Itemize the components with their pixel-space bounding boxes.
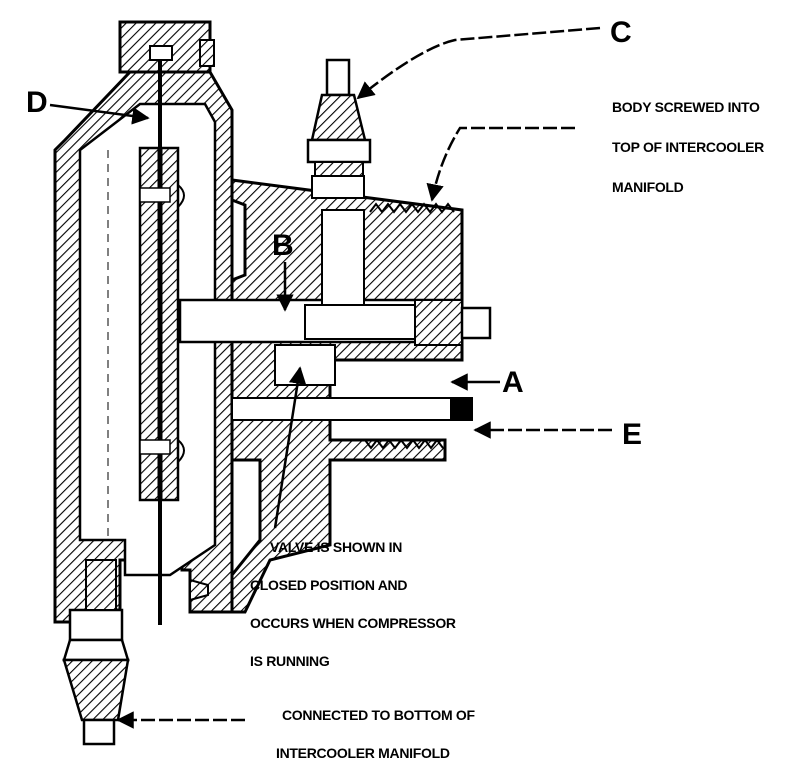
label-c: C	[610, 16, 632, 49]
note-valve-position: VALVE IS SHOWN IN CLOSED POSITION AND OC…	[250, 539, 456, 669]
note-bottom-line-2: INTERCOOLER MANIFOLD	[276, 745, 450, 761]
central-rod	[107, 60, 185, 625]
label-b: B	[272, 229, 294, 262]
label-e: E	[622, 418, 642, 451]
note-body-line-3: MANIFOLD	[612, 179, 684, 195]
note-valve-line-1: VALVE IS SHOWN IN	[270, 539, 402, 555]
note-bottom-line-1: CONNECTED TO BOTTOM OF	[282, 707, 476, 723]
leader-lines	[49, 26, 612, 729]
note-valve-line-2: CLOSED POSITION AND	[250, 577, 407, 593]
note-valve-line-4: IS RUNNING	[250, 653, 330, 669]
top-fitting	[306, 58, 372, 199]
bottom-fitting	[62, 559, 130, 746]
label-a: A	[502, 366, 524, 399]
note-valve-line-3: OCCURS WHEN COMPRESSOR	[250, 615, 456, 631]
label-d: D	[26, 86, 48, 119]
note-bottom-connection: CONNECTED TO BOTTOM OF INTERCOOLER MANIF…	[276, 707, 476, 761]
top-cap	[118, 20, 215, 74]
note-body-line-1: BODY SCREWED INTO	[612, 99, 760, 115]
note-body-line-2: TOP OF INTERCOOLER	[612, 139, 764, 155]
note-body-screwed: BODY SCREWED INTO TOP OF INTERCOOLER MAN…	[612, 99, 764, 195]
